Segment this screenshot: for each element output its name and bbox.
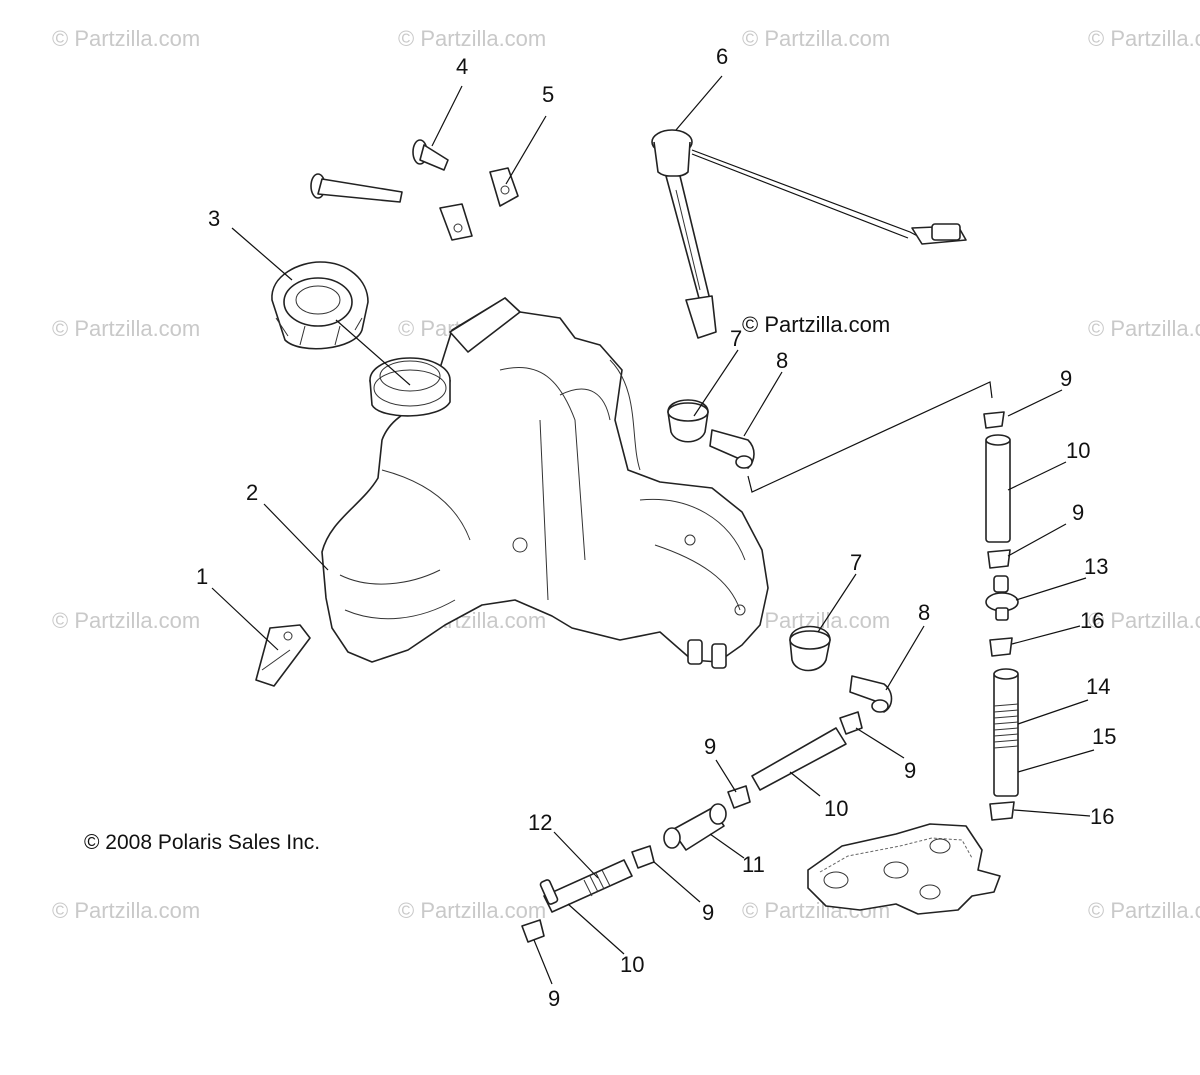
callout-10: 10 xyxy=(1066,438,1090,463)
callout-9: 9 xyxy=(704,734,716,759)
watermark: © Partzilla.com xyxy=(1088,608,1200,633)
callout-13: 13 xyxy=(1084,554,1108,579)
callout-8: 8 xyxy=(918,600,930,625)
callout-11: 11 xyxy=(742,852,765,877)
watermark: © Partzilla.com xyxy=(742,312,890,337)
vent-line-path xyxy=(747,381,993,493)
callout-9: 9 xyxy=(1060,366,1072,391)
clip-nut-part xyxy=(439,167,519,241)
copyright-notice: © 2008 Polaris Sales Inc. xyxy=(84,831,320,854)
watermark: © Partzilla.com xyxy=(1088,316,1200,341)
fuel-sender-part xyxy=(651,129,967,339)
callout-9: 9 xyxy=(702,900,714,925)
callout-7: 7 xyxy=(730,326,742,351)
callout-16: 16 xyxy=(1090,804,1114,829)
callout-labels: 1 2 3 4 5 6 7 8 9 10 9 13 16 7 8 14 15 9… xyxy=(196,44,1116,1011)
callout-6: 6 xyxy=(716,44,728,69)
callout-2: 2 xyxy=(246,480,258,505)
leader-lines xyxy=(211,75,1095,985)
watermark: © Partzilla.com xyxy=(742,26,890,51)
watermark: © Partzilla.com xyxy=(52,898,200,923)
watermark: © Partzilla.com xyxy=(1088,26,1200,51)
watermark: © Partzilla.com xyxy=(1088,898,1200,923)
callout-15: 15 xyxy=(1092,724,1116,749)
callout-14: 14 xyxy=(1086,674,1110,699)
clip-part xyxy=(255,624,311,687)
screw-part xyxy=(310,139,449,203)
callout-3: 3 xyxy=(208,206,220,231)
callout-7: 7 xyxy=(850,550,862,575)
callout-9: 9 xyxy=(904,758,916,783)
vent-line-assembly-part xyxy=(983,411,1019,821)
callout-9: 9 xyxy=(1072,500,1084,525)
callout-9: 9 xyxy=(548,986,560,1011)
watermark: © Partzilla.com xyxy=(398,898,546,923)
callout-1: 1 xyxy=(196,564,208,589)
watermark: © Partzilla.com xyxy=(52,26,200,51)
callout-8: 8 xyxy=(776,348,788,373)
callout-16: 16 xyxy=(1080,608,1104,633)
watermark: © Partzilla.com xyxy=(52,608,200,633)
callout-4: 4 xyxy=(456,54,468,79)
elbow-fitting-part xyxy=(709,429,893,713)
watermark: © Partzilla.com xyxy=(398,26,546,51)
callout-10: 10 xyxy=(824,796,848,821)
callout-5: 5 xyxy=(542,82,554,107)
fuel-tank-part xyxy=(321,297,769,669)
fuel-line-assembly-part xyxy=(521,711,863,943)
heat-shield-part xyxy=(807,823,1001,915)
callout-12: 12 xyxy=(528,810,552,835)
watermark: © Partzilla.com xyxy=(52,316,200,341)
callout-10: 10 xyxy=(620,952,644,977)
